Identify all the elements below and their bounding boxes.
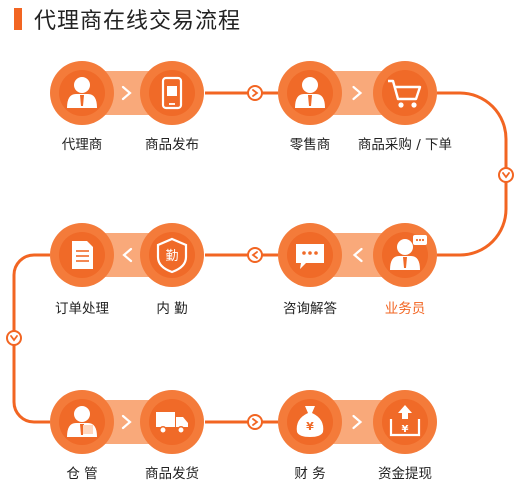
flow-step-label: 代理商: [61, 137, 103, 153]
svg-text:¥: ¥: [306, 420, 314, 433]
chevron-right-icon: [121, 414, 132, 430]
flow-step-pair: 勤: [50, 223, 204, 287]
money-bag-icon: ¥: [296, 406, 324, 437]
flow-step-label: 商品采购 / 下单: [357, 137, 453, 153]
flow-arrow-down-icon: [6, 330, 22, 346]
flow-step-label: 财 务: [294, 466, 326, 482]
delivery-truck-icon: [156, 412, 188, 434]
flow-step-label: 仓 管: [66, 466, 98, 482]
flow-step-pair: [50, 61, 204, 125]
flow-step-pair: ¥¥: [278, 390, 437, 454]
warehouse-keeper-icon: [67, 406, 97, 437]
flow-step-label: 咨询解答: [283, 301, 337, 317]
flow-node: [373, 61, 437, 125]
flow-step-label: 业务员: [384, 301, 426, 317]
flow-arrow-right-icon: [247, 414, 263, 430]
chevron-right-icon: [352, 414, 363, 430]
flow-arrow-left-icon: [247, 247, 263, 263]
flow-step-pair: [278, 61, 437, 125]
phone-publish-icon: [161, 76, 183, 110]
flow-arrow-down-icon: [498, 167, 514, 183]
flow-node: [278, 223, 342, 287]
flow-step-label: 零售商: [289, 137, 331, 153]
flow-node: [140, 390, 204, 454]
flow-node: ¥: [278, 390, 342, 454]
page-title: 代理商在线交易流程: [34, 9, 242, 34]
flow-step-pair: [278, 223, 437, 287]
document-icon: [72, 241, 93, 269]
flow-node: ¥: [373, 390, 437, 454]
flow-node: 勤: [140, 223, 204, 287]
shopping-cart-icon: [388, 79, 422, 108]
flow-step-label: 订单处理: [55, 301, 109, 317]
badge-icon: 勤: [156, 237, 188, 274]
flow-node: [278, 61, 342, 125]
svg-text:¥: ¥: [402, 424, 409, 435]
chat-bubble-icon: [296, 244, 324, 269]
title-accent-bar: [14, 8, 22, 30]
flow-step-label: 资金提现: [378, 466, 432, 482]
salesperson-icon: [390, 235, 427, 270]
flow-step-label: 内 勤: [156, 301, 188, 317]
retailer-person-icon: [295, 77, 325, 108]
flow-step-pair: [50, 390, 204, 454]
agent-person-icon: [67, 77, 97, 108]
chevron-right-icon: [121, 85, 132, 101]
chevron-left-icon: [122, 247, 133, 263]
chevron-left-icon: [352, 247, 363, 263]
flow-node: [50, 61, 114, 125]
chevron-right-icon: [352, 85, 363, 101]
flow-node: [50, 390, 114, 454]
flow-step-label: 商品发布: [145, 137, 199, 153]
flow-step-label: 商品发货: [145, 466, 199, 482]
flow-node: [140, 61, 204, 125]
flow-node: [50, 223, 114, 287]
connector-curve-right: [437, 91, 508, 257]
flow-node: [373, 223, 437, 287]
flow-arrow-right-icon: [247, 85, 263, 101]
svg-text:勤: 勤: [165, 249, 178, 264]
withdraw-box-icon: ¥: [389, 405, 421, 437]
